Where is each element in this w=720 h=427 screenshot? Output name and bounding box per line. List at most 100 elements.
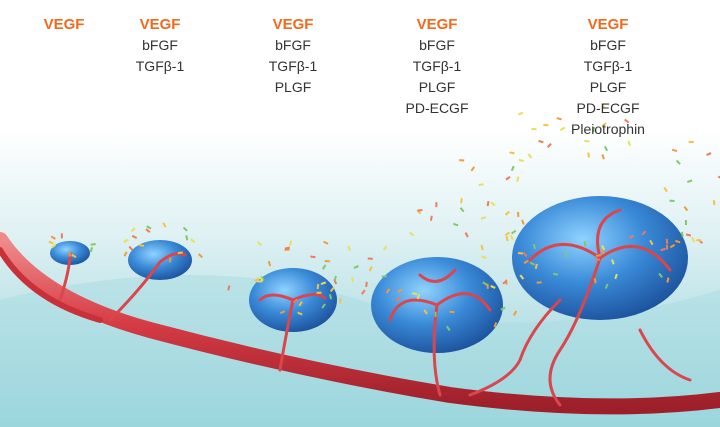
growth-factor-particle <box>518 158 525 163</box>
growth-factor-particle <box>600 249 605 255</box>
growth-factor-particle <box>688 140 694 144</box>
growth-factor-particle <box>660 247 666 252</box>
growth-factor-particle <box>130 227 136 233</box>
growth-factor-particle <box>505 235 509 242</box>
growth-factor-particle <box>146 225 152 230</box>
growth-factor-particle <box>522 251 528 258</box>
growth-factor-particle <box>669 243 676 249</box>
growth-factor-particle <box>669 199 675 202</box>
growth-factor-particle <box>517 211 520 217</box>
growth-factor-particle <box>182 226 188 232</box>
growth-factor-particle <box>324 260 330 263</box>
growth-factor-particle <box>628 234 635 239</box>
growth-factor-particle <box>131 234 138 239</box>
growth-factor-particle <box>490 201 496 207</box>
growth-factor-particle <box>289 240 293 246</box>
growth-factor-particle <box>519 274 525 280</box>
growth-factor-particle <box>453 222 459 227</box>
growth-factor-particle <box>279 310 286 315</box>
growth-factor-particle <box>480 216 487 220</box>
growth-factor-particle <box>534 263 538 270</box>
growth-factor-particle <box>510 234 514 241</box>
growth-factor-particle <box>658 272 663 279</box>
growth-factor-particle <box>521 219 525 225</box>
growth-factor-particle <box>190 238 196 244</box>
growth-factor-particle <box>385 288 391 294</box>
growth-factor-particle <box>329 286 335 292</box>
growth-factor-particle <box>493 322 498 328</box>
growth-factor-particle <box>663 186 668 193</box>
growth-factor-particle <box>482 281 488 286</box>
growth-factor-particle <box>416 293 421 300</box>
growth-factor-particle <box>671 148 678 152</box>
growth-factor-particle <box>500 306 506 311</box>
growth-factor-particle <box>529 261 535 266</box>
growth-factor-particle <box>649 239 654 246</box>
growth-factor-particle <box>395 296 401 302</box>
stage-5-factors: VEGF bFGF TGFβ-1 PLGF PD-ECGF Pleiotroph… <box>538 14 678 140</box>
growth-factor-particle <box>361 289 366 295</box>
growth-factor-particle <box>604 283 609 289</box>
growth-factor-particle <box>177 251 183 255</box>
growth-factor-particle <box>486 200 490 207</box>
growth-factor-particle <box>584 139 590 143</box>
growth-factor-particle <box>123 251 128 257</box>
growth-factor-particle <box>546 143 552 149</box>
growth-factor-particle <box>423 309 428 315</box>
factor-vegf: VEGF <box>139 16 181 33</box>
growth-factor-particle <box>523 259 529 264</box>
growth-factor-particle <box>683 206 689 212</box>
growth-factor-particle <box>435 202 438 208</box>
growth-factor-particle <box>527 153 533 159</box>
growth-factor-particle <box>510 165 515 172</box>
factor-pleiotrophin: Pleiotrophin <box>571 121 645 137</box>
growth-factor-particle <box>50 235 56 240</box>
growth-factor-particle <box>624 118 630 124</box>
stage-1-factors: VEGF <box>0 14 134 35</box>
growth-factor-particle <box>128 245 134 251</box>
growth-factor-particle <box>259 276 264 282</box>
growth-factor-particle <box>168 257 172 263</box>
factor-plgf: PLGF <box>274 79 312 95</box>
factor-vegf: VEGF <box>272 16 314 33</box>
growth-factor-particle <box>666 277 670 283</box>
growth-factor-particle <box>587 152 591 158</box>
growth-factor-particle <box>429 215 433 221</box>
growth-factor-particle <box>595 254 602 257</box>
growth-factor-particle <box>397 288 403 293</box>
growth-factor-particle <box>641 230 647 236</box>
growth-factor-particle <box>691 237 695 243</box>
growth-factor-particle <box>516 176 520 182</box>
blood-vessel <box>0 208 720 415</box>
growth-factor-particle <box>197 253 203 259</box>
growth-factor-particle <box>512 310 518 316</box>
factor-plgf: PLGF <box>418 79 456 95</box>
growth-factor-particle <box>316 291 322 294</box>
growth-factor-particle <box>60 233 63 239</box>
tissue-fold <box>0 275 720 427</box>
growth-factor-particle <box>538 139 544 144</box>
growth-factor-particle <box>601 244 606 251</box>
growth-factor-particle <box>603 145 609 152</box>
growth-factor-particle <box>381 275 387 278</box>
growth-factor-particle <box>367 257 373 260</box>
growth-factor-particle <box>480 244 484 251</box>
growth-factor-particle <box>680 231 684 237</box>
growth-factor-particle <box>297 311 303 316</box>
growth-factor-particle <box>490 285 496 289</box>
growth-factor-particle <box>696 239 702 242</box>
factor-pd-ecgf: PD-ECGF <box>405 100 469 116</box>
growth-factor-particle <box>138 244 145 247</box>
factor-bfgf: bFGF <box>142 37 178 53</box>
growth-factor-particle <box>665 244 669 250</box>
growth-factor-particle <box>459 207 465 213</box>
growth-factor-particle <box>368 266 373 272</box>
growth-factor-particle <box>267 260 272 267</box>
growth-factor-particle <box>459 159 465 162</box>
growth-factor-particle <box>614 273 618 280</box>
growth-factor-particle <box>90 243 96 246</box>
growth-factor-particle <box>505 175 511 181</box>
factor-bfgf: bFGF <box>590 37 626 53</box>
growth-factor-particle <box>227 285 231 291</box>
growth-factor-particle <box>51 243 57 249</box>
